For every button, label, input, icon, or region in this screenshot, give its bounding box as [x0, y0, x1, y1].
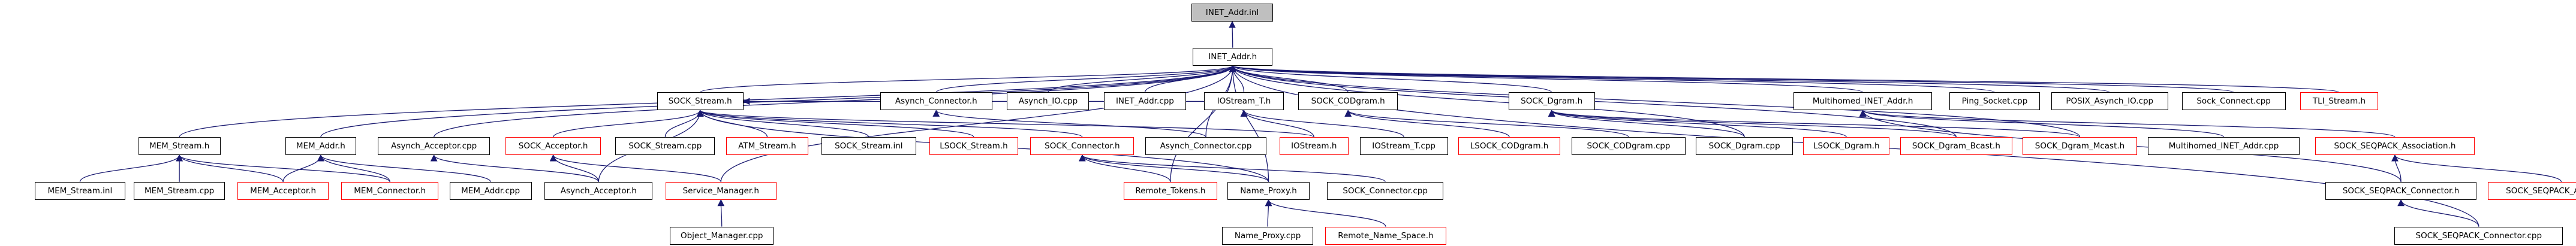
edge-sock_codgram_cpp-to-sock_codgram_h — [1344, 110, 1629, 138]
edge-remote_tokens_h-to-sock_connector_h — [1079, 154, 1171, 183]
edge-sock_stream_inl-to-sock_stream_h — [696, 110, 869, 138]
edge-multihomed_inet_addr_h-to-inet_addr_h — [1229, 65, 1864, 93]
node-tli-stream-h[interactable]: TLI_Stream.h — [2300, 92, 2378, 111]
edge-tli_stream_h-to-inet_addr_h — [1229, 65, 2340, 93]
node-sock-dgram-cpp[interactable]: SOCK_Dgram.cpp — [1696, 137, 1793, 156]
node-sock-stream-h[interactable]: SOCK_Stream.h — [657, 92, 744, 111]
edge-iostream_t_cpp-to-iostream_t_h — [1240, 110, 1404, 138]
edge-sock_connector_cpp-to-sock_connector_h — [1079, 154, 1386, 183]
node-sock-codgram-cpp[interactable]: SOCK_CODgram.cpp — [1571, 137, 1686, 156]
edge-lsock_stream_h-to-sock_stream_h — [697, 110, 974, 138]
edge-asynch_connector_h-to-inet_addr_h — [935, 65, 1236, 93]
edge-mem_acceptor_h-to-mem_stream_h — [176, 154, 284, 183]
node-mem-stream-cpp[interactable]: MEM_Stream.cpp — [134, 181, 225, 200]
node-asynch-io-cpp[interactable]: Asynch_IO.cpp — [1007, 92, 1090, 111]
node-sock-connect-cpp[interactable]: Sock_Connect.cpp — [2181, 92, 2286, 111]
node-asynch-acceptor-cpp[interactable]: Asynch_Acceptor.cpp — [377, 137, 490, 156]
node-remote-tokens-h[interactable]: Remote_Tokens.h — [1124, 181, 1217, 200]
edge-iostream_h-to-sock_stream_h — [697, 110, 1314, 138]
node-lsock-dgram-h[interactable]: LSOCK_Dgram.h — [1803, 137, 1890, 156]
edge-lsock_codgram_h-to-sock_codgram_h — [1344, 110, 1510, 138]
edge-inet_addr_h-to-inet_addr_inl — [1229, 20, 1236, 48]
edge-sock_dgram_bcast_h-to-sock_dgram_h — [1548, 110, 1957, 138]
edge-sock_seqpack_association_h-to-multihomed_inet_addr_h — [1859, 110, 2396, 138]
edge-sock_connector_h-to-sock_stream_h — [697, 110, 1083, 138]
node-inet-addr-inl[interactable]: INET_Addr.inl — [1191, 4, 1274, 22]
edge-name_proxy_h-to-sock_connector_h — [1079, 154, 1269, 183]
node-sock-connector-cpp[interactable]: SOCK_Connector.cpp — [1326, 181, 1444, 200]
node-asynch-connector-cpp[interactable]: Asynch_Connector.cpp — [1145, 137, 1266, 156]
node-sock-seqpack-association-h[interactable]: SOCK_SEQPACK_Association.h — [2315, 137, 2475, 156]
node-sock-dgram-bcast-h[interactable]: SOCK_Dgram_Bcast.h — [1900, 137, 2013, 156]
edge-asynch_acceptor_h-to-asynch_acceptor_cpp — [430, 154, 599, 183]
edge-sock_seqpack_connector_cpp-to-sock_seqpack_connector_h — [2397, 199, 2479, 227]
node-name-proxy-h[interactable]: Name_Proxy.h — [1227, 181, 1310, 200]
node-mem-acceptor-h[interactable]: MEM_Acceptor.h — [237, 181, 329, 200]
edge-sock_dgram_mcast_h-to-sock_dgram_h — [1548, 110, 2081, 138]
node-sock-seqpack-connector-cpp[interactable]: SOCK_SEQPACK_Connector.cpp — [2394, 226, 2563, 245]
edge-name_proxy_h-to-inet_addr_h — [1229, 65, 1269, 182]
node-ping-socket-cpp[interactable]: Ping_Socket.cpp — [1949, 92, 2041, 111]
node-name-proxy-cpp[interactable]: Name_Proxy.cpp — [1222, 226, 1313, 245]
node-mem-stream-inl[interactable]: MEM_Stream.inl — [34, 181, 126, 200]
node-asynch-acceptor-h[interactable]: Asynch_Acceptor.h — [544, 181, 653, 200]
node-sock-stream-cpp[interactable]: SOCK_Stream.cpp — [615, 137, 715, 156]
edge-remote_name_space_h-to-name_proxy_h — [1265, 199, 1386, 227]
node-lsock-stream-h[interactable]: LSOCK_Stream.h — [929, 137, 1019, 156]
node-sock-codgram-h[interactable]: SOCK_CODgram.h — [1298, 92, 1398, 111]
edge-mem_connector_h-to-mem_stream_h — [176, 154, 390, 183]
node-sock-dgram-mcast-h[interactable]: SOCK_Dgram_Mcast.h — [2023, 137, 2137, 156]
node-lsock-codgram-h[interactable]: LSOCK_CODgram.h — [1458, 137, 1561, 156]
edge-asynch_connector_cpp-to-asynch_connector_h — [932, 110, 1206, 138]
node-iostream-h[interactable]: IOStream.h — [1279, 137, 1349, 156]
node-mem-addr-cpp[interactable]: MEM_Addr.cpp — [449, 181, 532, 200]
node-mem-addr-h[interactable]: MEM_Addr.h — [285, 137, 356, 156]
node-multihomed-inet-addr-h[interactable]: Multihomed_INET_Addr.h — [1793, 92, 1932, 111]
node-mem-connector-h[interactable]: MEM_Connector.h — [341, 181, 438, 200]
edge-lsock_dgram_h-to-sock_dgram_h — [1548, 110, 1847, 138]
edge-service_manager_h-to-inet_addr_h — [720, 65, 1236, 182]
edge-sock_seqpack_acceptor_h-to-sock_seqpack_association_h — [2391, 154, 2562, 183]
edge-sock_dgram_cpp-to-inet_addr_h — [1229, 65, 1745, 138]
node-iostream-t-h[interactable]: IOStream_T.h — [1204, 92, 1284, 111]
edge-service_manager_h-to-sock_acceptor_h — [549, 154, 721, 183]
node-inet-addr-h[interactable]: INET_Addr.h — [1193, 47, 1273, 66]
node-posix-asynch-io-cpp[interactable]: POSIX_Asynch_IO.cpp — [2051, 92, 2168, 111]
node-sock-connector-h[interactable]: SOCK_Connector.h — [1030, 137, 1134, 156]
edge-sock_stream_h-to-inet_addr_h — [700, 65, 1236, 93]
node-remote-name-space-h[interactable]: Remote_Name_Space.h — [1325, 226, 1446, 245]
edge-multihomed_inet_addr_cpp-to-multihomed_inet_addr_h — [1859, 110, 2225, 138]
node-iostream-t-cpp[interactable]: IOStream_T.cpp — [1359, 137, 1448, 156]
edge-remote_tokens_h-to-inet_addr_h — [1170, 65, 1236, 182]
edge-mem_stream_inl-to-mem_stream_h — [79, 154, 183, 183]
edge-sock_acceptor_h-to-sock_stream_h — [552, 110, 704, 138]
edge-ping_socket_cpp-to-inet_addr_h — [1229, 65, 1996, 93]
edge-sock_dgram_cpp-to-sock_dgram_h — [1548, 110, 1745, 138]
node-asynch-connector-h[interactable]: Asynch_Connector.h — [880, 92, 992, 111]
node-atm-stream-h[interactable]: ATM_Stream.h — [726, 137, 808, 156]
node-sock-acceptor-h[interactable]: SOCK_Acceptor.h — [505, 137, 601, 156]
node-sock-dgram-h[interactable]: SOCK_Dgram.h — [1508, 92, 1595, 111]
node-sock-stream-inl[interactable]: SOCK_Stream.inl — [821, 137, 917, 156]
node-sock-seqpack-connector-h[interactable]: SOCK_SEQPACK_Connector.h — [2325, 181, 2477, 200]
node-inet-addr-cpp[interactable]: INET_Addr.cpp — [1103, 92, 1186, 111]
node-object-manager-cpp[interactable]: Object_Manager.cpp — [670, 226, 774, 245]
edge-mem_addr_cpp-to-mem_addr_h — [317, 154, 491, 183]
node-service-manager-h[interactable]: Service_Manager.h — [666, 181, 777, 200]
node-mem-stream-h[interactable]: MEM_Stream.h — [138, 137, 221, 156]
edge-sock_dgram_h-to-inet_addr_h — [1229, 65, 1552, 93]
node-sock-seqpack-acceptor-h[interactable]: SOCK_SEQPACK_Acceptor.h — [2487, 181, 2576, 200]
node-multihomed-inet-addr-cpp[interactable]: Multihomed_INET_Addr.cpp — [2148, 137, 2300, 156]
